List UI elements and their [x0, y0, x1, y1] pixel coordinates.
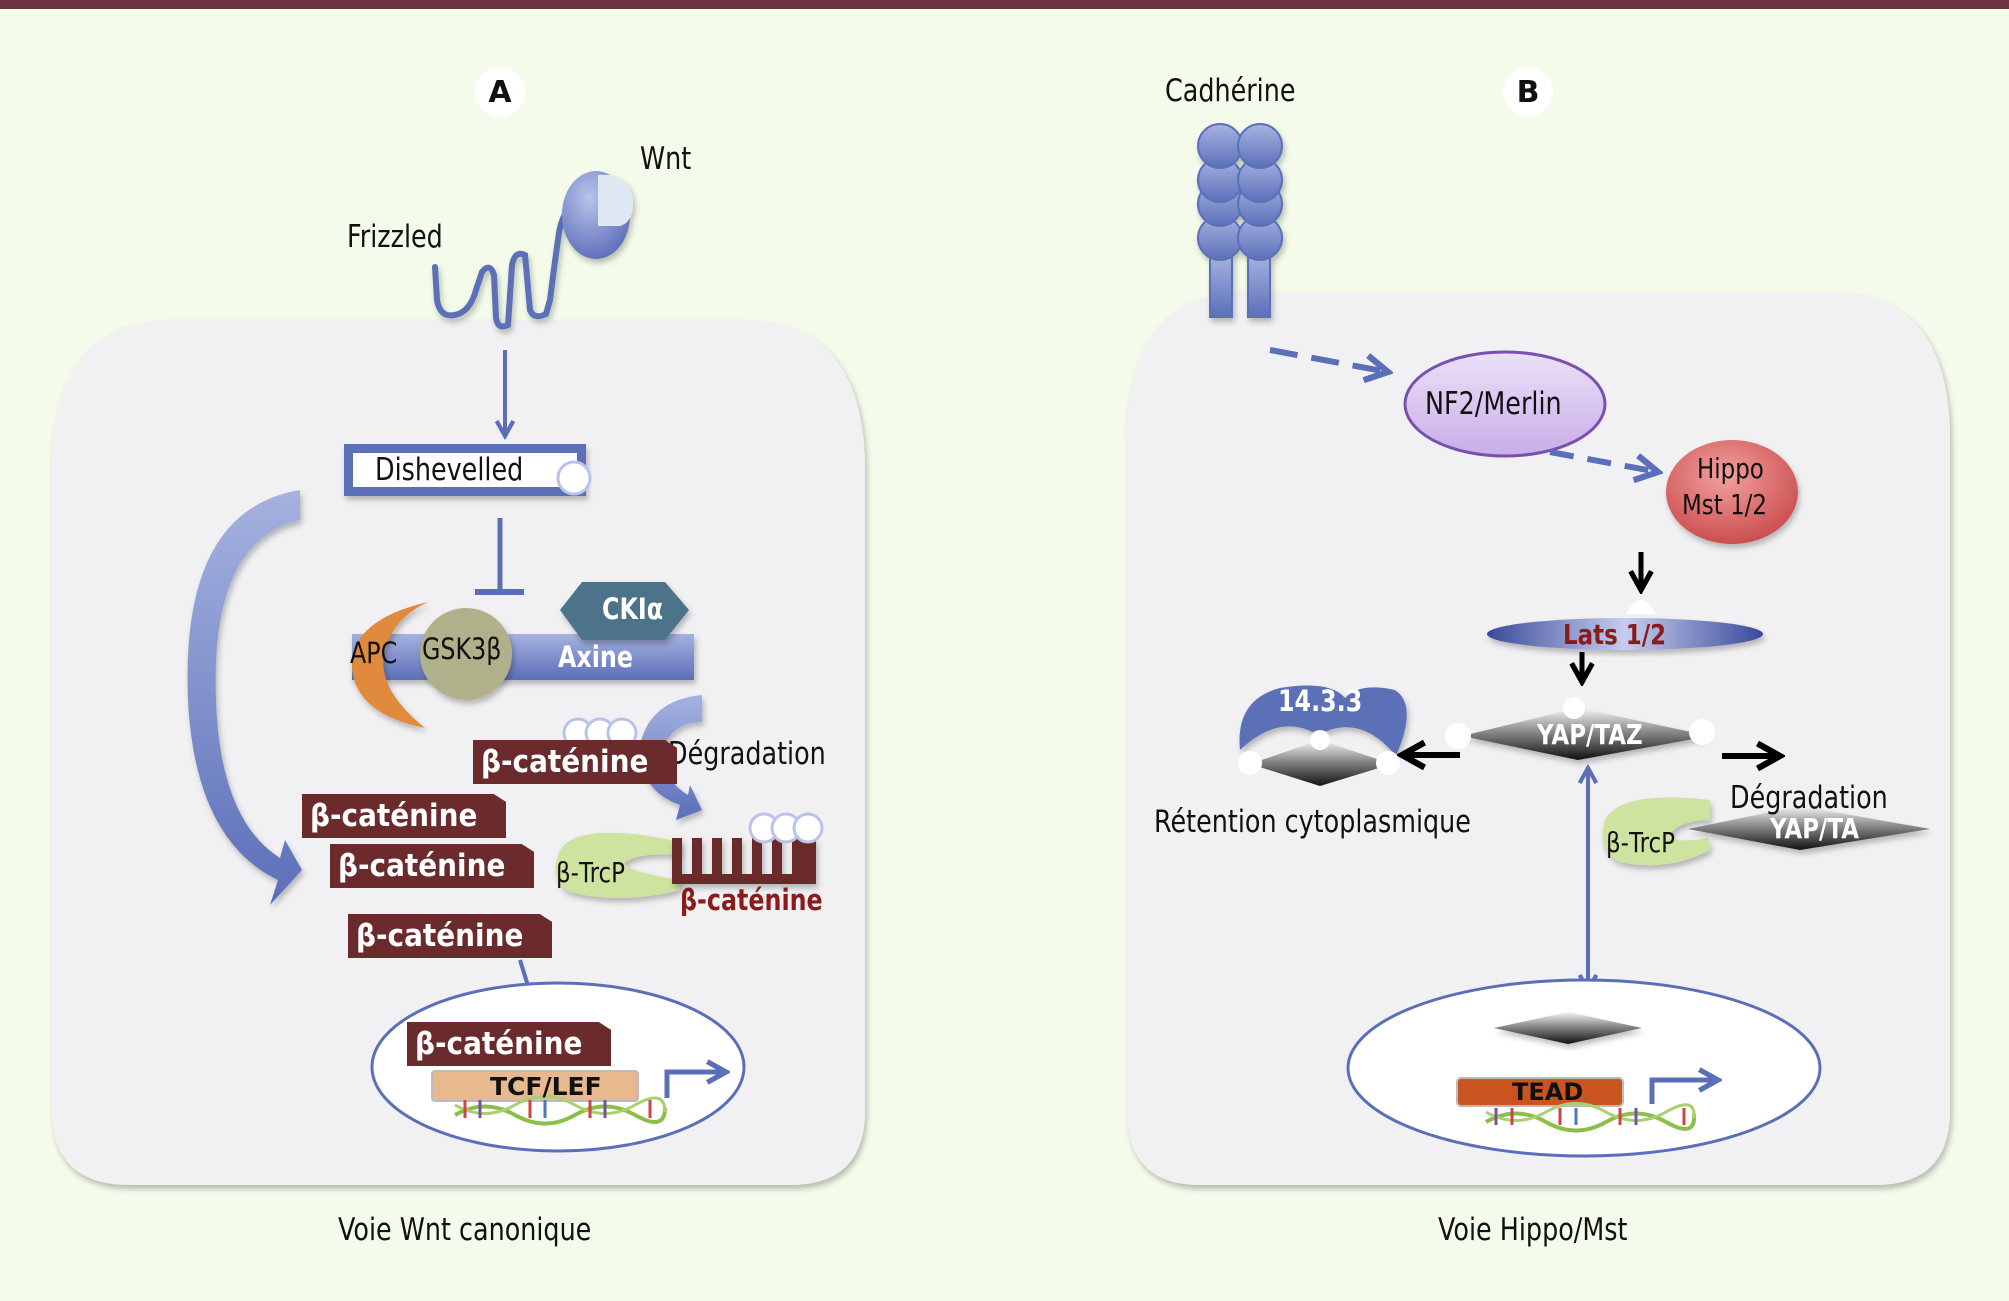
mst-label: Mst 1/2	[1682, 488, 1768, 521]
degradation-label-a: Dégradation	[668, 736, 826, 772]
dishevelled-inhibits-complex	[475, 518, 524, 595]
apc-crescent	[351, 602, 428, 728]
ck1a-label: CKIα	[602, 592, 664, 626]
stabilization-curved-arrow	[187, 490, 302, 905]
bcatenin-nuclear: β-caténine	[407, 1022, 611, 1066]
bcatenin-stabilized-3: β-caténine	[348, 914, 552, 958]
btrcp-shape-b	[1602, 797, 1710, 866]
cadherin-receptor	[1197, 123, 1283, 318]
degraded-bcatenin-fragments	[672, 838, 816, 884]
protein-1433-shape	[1239, 685, 1407, 756]
phospho-circles-upper	[562, 717, 638, 749]
degradation-label-b: Dégradation	[1730, 780, 1888, 816]
dishevelled-phospho-circle	[556, 460, 592, 496]
btrcp-shape-a	[555, 832, 680, 899]
hippo-label: Hippo	[1697, 452, 1764, 485]
dna-helix-a	[454, 1095, 667, 1126]
lats-ellipse	[1487, 618, 1763, 650]
lats-label: Lats 1/2	[1563, 618, 1667, 651]
tead-box	[1456, 1077, 1624, 1107]
dna-helix-b	[1485, 1102, 1697, 1133]
yap-ta-degraded-diamond	[1688, 806, 1930, 850]
axine-bar	[352, 634, 694, 680]
tcf-lef-box	[431, 1070, 639, 1102]
cadherin-label: Cadhérine	[1165, 73, 1296, 109]
lats-phospho-cap	[1626, 600, 1656, 614]
transcription-arrow-b	[1649, 1080, 1718, 1104]
yap-taz-label: YAP/TAZ	[1537, 718, 1643, 751]
panel-a-caption: Voie Wnt canonique	[338, 1212, 592, 1248]
tead-label: TEAD	[1512, 1078, 1584, 1106]
gsk3b-circle	[420, 608, 512, 700]
yap-bound-1433-diamond	[1250, 740, 1392, 786]
apc-label: APC	[350, 636, 398, 670]
phospho-1433-top	[1310, 730, 1330, 750]
transcription-arrow-a	[664, 1072, 726, 1098]
ck1a-hexagon	[560, 582, 689, 640]
phospho-1433-left	[1238, 751, 1262, 775]
yap-nuclear-diamond	[1494, 1012, 1642, 1044]
tcf-lef-label: TCF/LEF	[490, 1072, 602, 1101]
yap-phospho-left	[1445, 723, 1471, 749]
protein-1433-label: 14.3.3	[1278, 684, 1363, 718]
nf2-to-hippo-dashed-arrow	[1549, 449, 1658, 472]
wnt-label: Wnt	[640, 141, 692, 177]
hippo-mst-ellipse	[1666, 440, 1798, 544]
nucleus-a	[370, 981, 746, 1153]
degradation-curved-arrow-a	[639, 695, 702, 820]
nf2-merlin-label: NF2/Merlin	[1425, 386, 1562, 422]
btrcp-label-a: β-TrcP	[556, 856, 625, 889]
yap-ta-degraded-label: YAP/TA	[1770, 812, 1860, 845]
panel-b-caption: Voie Hippo/Mst	[1438, 1212, 1628, 1248]
wnt-ligand-icon	[562, 171, 634, 259]
panel-a-badge: A	[475, 67, 525, 117]
panel-b-badge: B	[1503, 67, 1553, 117]
frizzled-label: Frizzled	[347, 219, 443, 255]
axine-label: Axine	[558, 640, 633, 674]
bcatenin-stabilized-2: β-caténine	[330, 844, 534, 888]
btrcp-label-b: β-TrcP	[1606, 826, 1675, 859]
top-border-bar	[0, 0, 2009, 9]
cadherin-to-nf2-dashed-arrow	[1269, 347, 1388, 372]
yap-taz-diamond	[1462, 708, 1710, 760]
retention-label: Rétention cytoplasmique	[1154, 804, 1471, 840]
bcatenin-stabilized-1: β-caténine	[302, 794, 506, 838]
yap-phospho-top	[1563, 697, 1585, 719]
nf2-merlin-ellipse	[1403, 350, 1607, 458]
yap-phospho-right	[1689, 719, 1715, 745]
bcatenin-degraded-label: β-caténine	[680, 883, 823, 917]
dishevelled-box	[344, 444, 586, 496]
bcatenin-phosphorylated: β-caténine	[473, 740, 677, 784]
gsk3b-label: GSK3β	[422, 632, 502, 666]
phospho-circles-lower	[748, 812, 824, 844]
nucleus-b	[1346, 978, 1822, 1158]
phospho-1433-right	[1376, 751, 1400, 775]
dishevelled-label: Dishevelled	[375, 452, 524, 488]
frizzled-receptor	[432, 207, 571, 330]
